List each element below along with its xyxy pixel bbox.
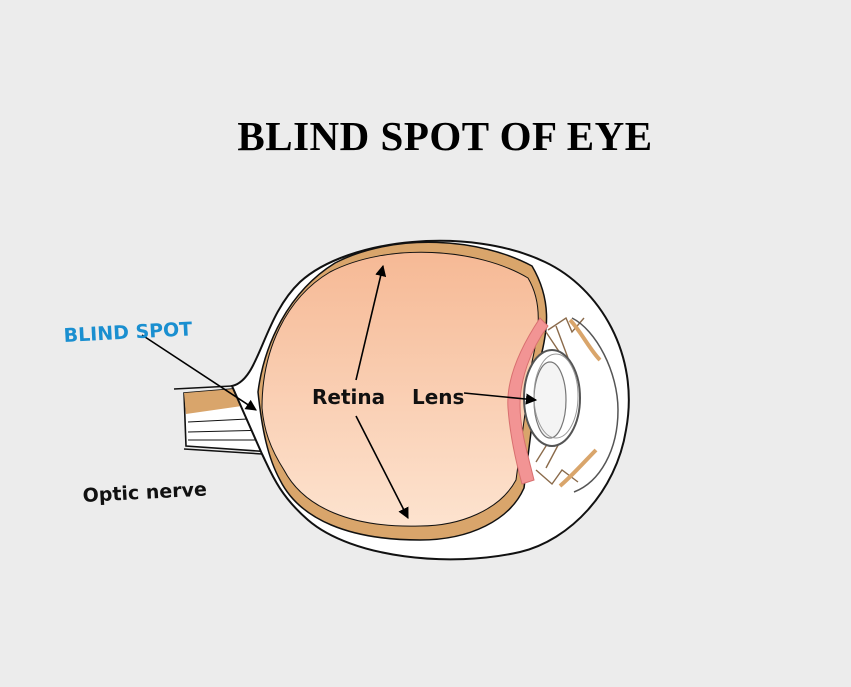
annotation-arrows xyxy=(141,264,538,519)
retina-arrow-down xyxy=(355,415,409,519)
diagram-title: BLIND SPOT OF EYE xyxy=(237,113,653,159)
blind-spot-arrow xyxy=(141,334,257,411)
lens-arrow xyxy=(463,392,538,405)
lens-label: Lens xyxy=(412,385,464,409)
iris xyxy=(507,317,549,485)
retina-arrow-up xyxy=(355,264,387,381)
lens xyxy=(523,349,581,447)
vitreous-body xyxy=(261,251,539,527)
cornea xyxy=(571,317,619,493)
optic-nerve-label: Optic nerve xyxy=(82,479,207,507)
retina-label: Retina xyxy=(312,385,385,409)
blind-spot-label: BLIND SPOT xyxy=(63,318,193,347)
